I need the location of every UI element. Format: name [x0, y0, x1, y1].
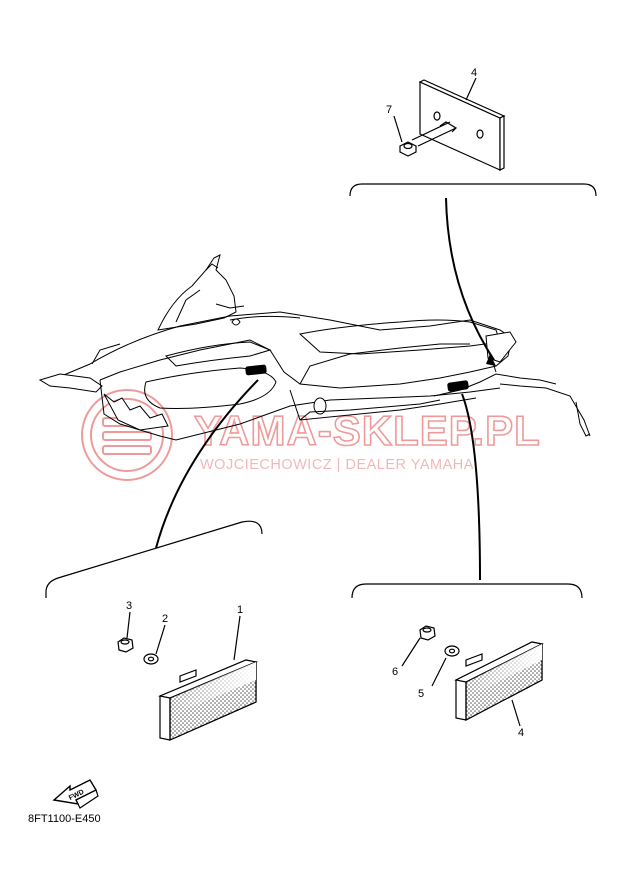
top-detail-group — [349, 77, 597, 197]
leader-right-4 — [511, 699, 521, 727]
left-reflector — [157, 659, 259, 741]
watermark-sub-text: WOJCIECHOWICZ | DEALER YAMAHA — [200, 457, 474, 473]
hood-outline — [51, 311, 513, 389]
top-reflector-plate — [418, 79, 506, 171]
snowmobile-body — [38, 254, 591, 441]
left-stud — [179, 669, 197, 683]
right-nut — [419, 625, 436, 641]
left-detail-bracket — [45, 520, 263, 598]
leader-to-left-detail — [155, 379, 259, 549]
callout-right-6: 6 — [392, 666, 398, 678]
callout-top-7: 7 — [386, 104, 392, 116]
right-detail-group — [351, 583, 583, 727]
right-reflector — [454, 641, 544, 721]
watermark-main-text: YAMA-SKLEP.PL — [194, 407, 541, 454]
leader-left-1 — [233, 615, 241, 661]
callout-top-4: 4 — [471, 67, 477, 79]
right-washer — [444, 645, 460, 657]
leader-right-6 — [401, 637, 421, 667]
leader-left-3 — [126, 611, 131, 639]
callout-left-1: 1 — [237, 604, 243, 616]
callout-left-3: 3 — [126, 600, 132, 612]
top-detail-bracket — [349, 183, 597, 197]
front-reflector-mark — [245, 364, 267, 376]
diagram-code: 8FT1100-E450 — [28, 813, 101, 825]
top-bolt — [411, 121, 457, 147]
leader-right-5 — [431, 657, 447, 687]
left-nut — [117, 637, 134, 653]
seat — [298, 319, 501, 355]
callout-right-5: 5 — [418, 688, 424, 700]
arrow-head-icon — [486, 354, 496, 366]
right-stud — [465, 653, 483, 667]
leader-to-top-detail — [445, 197, 495, 361]
watermark: YAMA-SKLEP.PL WOJCIECHOWICZ | DEALER YAM… — [81, 389, 541, 481]
callout-left-2: 2 — [162, 613, 168, 625]
callout-right-4: 4 — [518, 727, 524, 739]
watermark-logo-icon — [81, 389, 173, 481]
leader-top-4 — [465, 77, 477, 101]
leader-to-right-detail — [461, 393, 481, 581]
right-detail-bracket — [351, 583, 583, 599]
leader-lines — [155, 197, 495, 581]
windshield — [157, 254, 237, 331]
fwd-arrow-icon: FWD — [52, 779, 99, 809]
rear-reflector-mark — [447, 380, 469, 392]
leader-left-2 — [155, 624, 166, 655]
left-detail-group — [45, 520, 263, 741]
left-washer — [143, 653, 159, 665]
leader-top-7 — [393, 115, 403, 143]
top-nut — [399, 141, 417, 157]
